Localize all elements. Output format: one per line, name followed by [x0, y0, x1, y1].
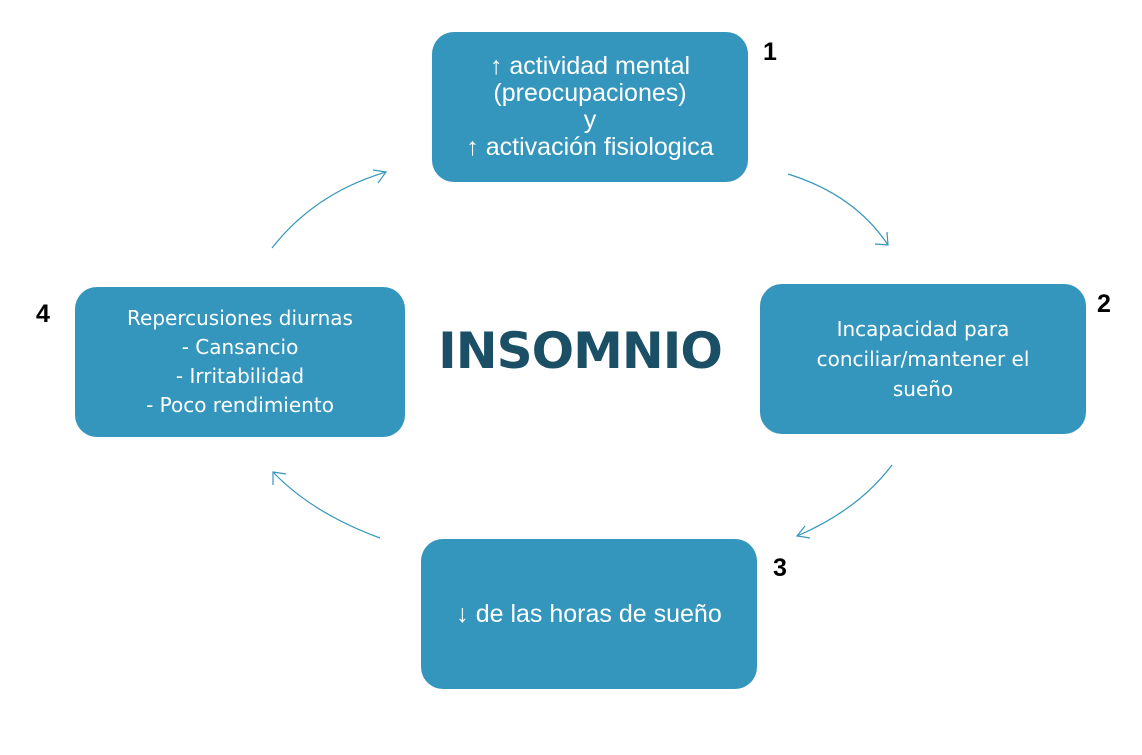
step-1-line: y	[583, 106, 597, 134]
step-2-line: Incapacidad para	[836, 317, 1010, 341]
step-4-number: 4	[36, 300, 50, 328]
step-1-line: ↑ actividad mental	[489, 52, 691, 80]
step-2-line: sueño	[892, 377, 954, 401]
arrowhead-3-to-4	[272, 471, 287, 485]
arrow-3-to-4	[272, 471, 381, 539]
step-2-line: conciliar/mantener el	[816, 347, 1030, 371]
step-3-box: ↓ de las horas de sueño	[421, 539, 757, 689]
step-4-line: - Irritabilidad	[175, 364, 305, 388]
step-4-box: Repercusiones diurnas - Cansancio - Irri…	[75, 287, 405, 437]
step-2-number: 2	[1097, 290, 1111, 318]
step-4-line: - Cansancio	[181, 335, 299, 359]
step-4-line: Repercusiones diurnas	[127, 306, 353, 330]
step-3-line: ↓ de las horas de sueño	[456, 600, 722, 628]
step-2-box: Incapacidad para conciliar/mantener el s…	[760, 284, 1086, 434]
step-1-box: ↑ actividad mental (preocupaciones) y ↑ …	[432, 32, 748, 182]
step-1-line: ↑ activación fisiologica	[466, 133, 714, 161]
arrowhead-1-to-2	[874, 231, 889, 246]
arrowhead-4-to-1	[372, 169, 388, 184]
arrow-4-to-1	[271, 171, 387, 249]
step-1-number: 1	[763, 38, 777, 66]
arrowhead-2-to-3	[795, 525, 811, 539]
step-4-line: - Poco rendimiento	[146, 393, 334, 417]
arrow-1-to-2	[787, 173, 889, 246]
arrow-2-to-3	[796, 464, 893, 537]
diagram-title: INSOMNIO	[438, 322, 723, 380]
step-1-line: (preocupaciones)	[493, 79, 687, 107]
step-3-number: 3	[773, 554, 787, 582]
